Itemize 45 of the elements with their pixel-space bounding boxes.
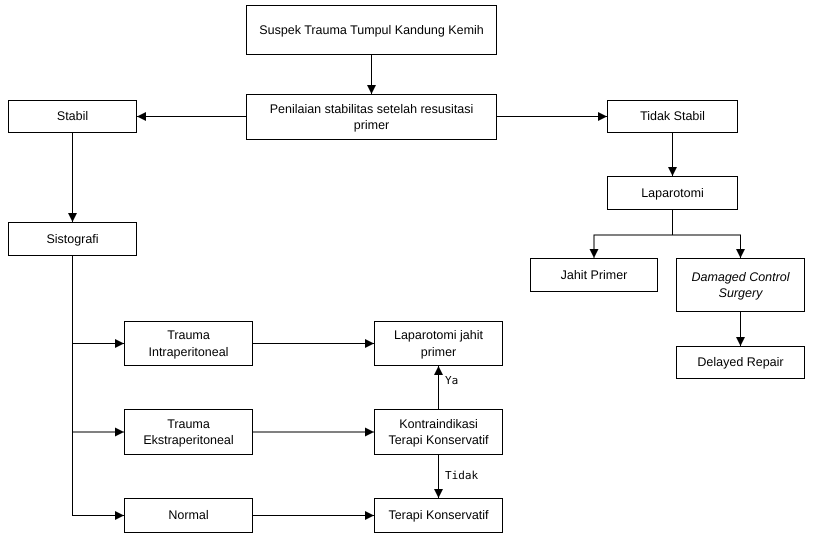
- process-box: [124, 498, 253, 533]
- box-text: Penilaian stabilitas setelah resusitasi primer: [268, 100, 474, 134]
- box-text: Damaged Control Surgery: [690, 268, 791, 302]
- process-box: [124, 409, 253, 455]
- arrow: [668, 132, 677, 176]
- box-text: Trauma Ekstraperitoneal: [142, 416, 235, 448]
- box-text: Sistografi: [46, 230, 99, 248]
- box-text: Jahit Primer: [560, 266, 628, 284]
- arrow: [252, 339, 374, 348]
- box-text: Laparotomi jahit primer: [393, 327, 484, 360]
- box-text: Kontraindikasi Terapi Konservatif: [387, 416, 490, 448]
- box-text: Terapi Konservatif: [388, 507, 489, 524]
- arrow: [136, 112, 246, 121]
- process-box: [374, 498, 503, 533]
- box-text: Delayed Repair: [697, 354, 784, 371]
- process-box: [530, 258, 658, 292]
- box-text: Trauma Intraperitoneal: [148, 327, 230, 360]
- arrow: [367, 54, 376, 94]
- arrow: [672, 210, 745, 258]
- arrow: [252, 511, 374, 520]
- process-box: [124, 321, 253, 366]
- box-text: Suspek Trauma Tumpul Kandung Kemih: [259, 22, 484, 38]
- process-box: [8, 100, 137, 133]
- box-text: Laparotomi: [641, 184, 704, 202]
- arrow: [72, 256, 124, 520]
- process-box: [676, 258, 805, 312]
- process-box: [676, 346, 805, 379]
- process-box: [8, 222, 137, 256]
- edge-label: Tidak: [444, 469, 480, 482]
- box-text: Stabil: [56, 108, 88, 125]
- process-box: [607, 100, 738, 133]
- arrow: [434, 454, 443, 498]
- arrow: [252, 428, 374, 436]
- process-box: [246, 94, 497, 140]
- arrow: [68, 132, 77, 222]
- process-box: [607, 176, 738, 210]
- process-box: [246, 5, 497, 55]
- process-box: [374, 409, 503, 455]
- box-text: Normal: [168, 507, 209, 524]
- arrow: [496, 112, 608, 121]
- box-text: Tidak Stabil: [640, 108, 705, 125]
- arrow: [736, 312, 745, 346]
- process-box: [374, 321, 503, 366]
- arrow: [434, 366, 443, 410]
- edge-label: Ya: [444, 374, 460, 387]
